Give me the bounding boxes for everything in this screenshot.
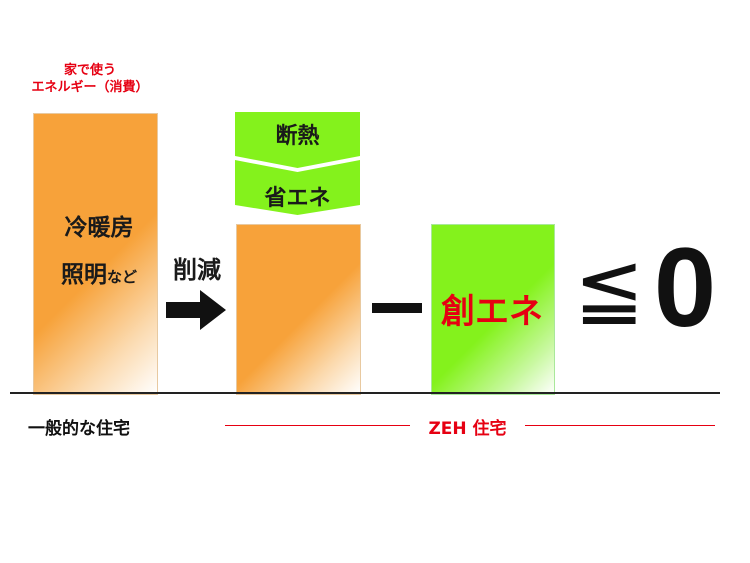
- caption-line-1: 家で使う: [63, 63, 116, 78]
- less-or-equal-symbol: ≦: [574, 239, 645, 337]
- zeh-house-label: ZEH 住宅: [428, 419, 507, 439]
- insulation-label: 断熱: [275, 124, 320, 149]
- right-arrow-icon: [166, 290, 226, 330]
- energy-creation-label: 創エネ: [441, 292, 543, 332]
- bar1-label-line2: 照明など: [44, 255, 154, 289]
- baseline: [10, 392, 720, 394]
- zero-value: 0: [653, 225, 717, 350]
- zeh-consumption-bar: [236, 224, 361, 395]
- insulation-chevron: [235, 112, 360, 168]
- bar1-label-main: 照明: [60, 262, 107, 288]
- energy-saving-label: 省エネ: [264, 186, 331, 211]
- consumption-caption: 家で使う エネルギー（消費）: [15, 62, 165, 96]
- reduction-label: 削減: [173, 256, 221, 284]
- zeh-right-line: [525, 425, 715, 426]
- bar1-label-small: など: [106, 268, 137, 286]
- caption-line-2: エネルギー（消費）: [31, 80, 149, 95]
- minus-sign: [372, 303, 422, 313]
- general-house-label: 一般的な住宅: [28, 419, 130, 439]
- general-house-bar: [33, 113, 158, 395]
- bar1-label-line1: 冷暖房: [64, 215, 134, 241]
- zeh-left-line: [225, 425, 410, 426]
- energy-saving-chevron: [235, 160, 360, 215]
- energy-creation-bar: [431, 224, 555, 395]
